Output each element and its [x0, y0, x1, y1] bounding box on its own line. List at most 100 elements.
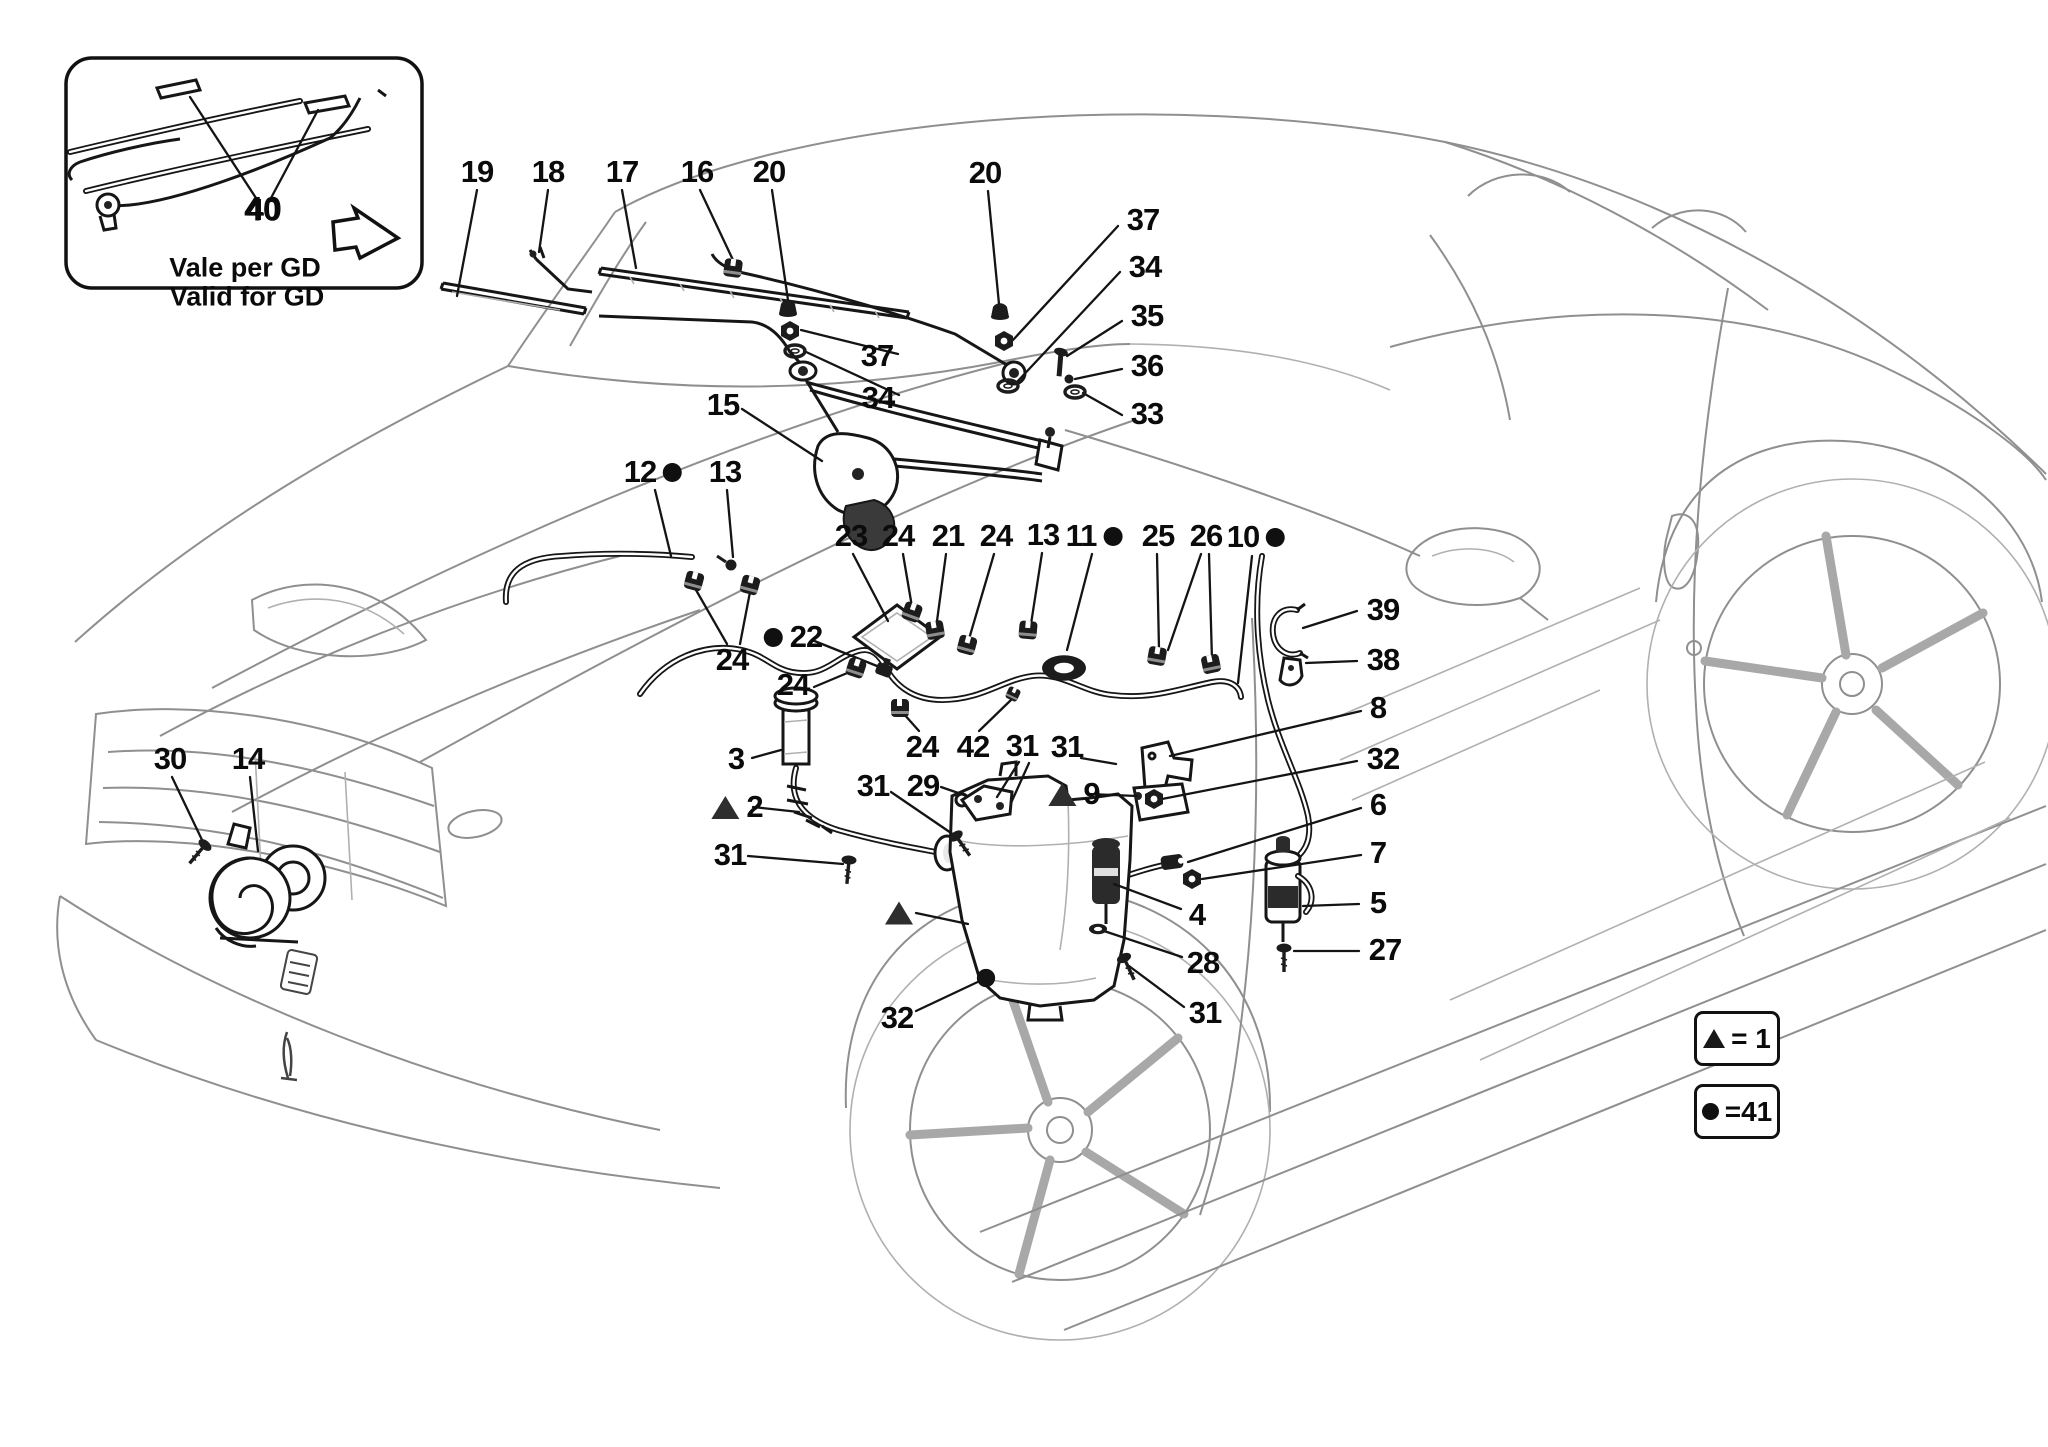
callout-7: 7	[1369, 835, 1387, 870]
callout-18: 18	[531, 154, 565, 189]
part-clip	[901, 601, 923, 623]
part-clip	[739, 574, 761, 596]
part-washer	[783, 343, 807, 359]
callout-22: 22	[763, 619, 823, 655]
callout-33: 33	[1130, 396, 1164, 431]
callout-42: 42	[956, 729, 990, 764]
part-hexnut	[995, 331, 1013, 351]
callout-20: 20	[968, 155, 1002, 190]
callout-31: 31	[713, 837, 747, 872]
triangle-icon	[1703, 1029, 1726, 1048]
part-dot	[978, 970, 994, 986]
part-clip	[845, 657, 867, 679]
washer-pump	[1264, 836, 1315, 942]
part-capnut	[991, 303, 1009, 320]
direction-arrow-icon	[331, 203, 402, 261]
part-washer	[996, 378, 1020, 394]
part-hexnut	[1183, 869, 1201, 889]
callout-11: 11	[1066, 518, 1123, 554]
legend-triangle-box: = 1	[1694, 1011, 1780, 1066]
callout-14: 14	[231, 741, 265, 776]
part-clip	[956, 634, 978, 656]
legend-dot-box: =41	[1694, 1084, 1780, 1139]
callout-34: 34	[861, 380, 895, 415]
callout-37: 37	[860, 338, 894, 373]
part-screwv	[1116, 952, 1136, 981]
callout-31: 31	[1005, 728, 1039, 763]
callout-31: 31	[1188, 995, 1222, 1030]
part-pin	[1054, 347, 1068, 377]
callout-26: 26	[1189, 518, 1223, 553]
callout-13: 13	[1026, 517, 1060, 552]
washer-reservoir-group	[773, 686, 1194, 1022]
callout-24: 24	[776, 667, 810, 702]
callout-16: 16	[680, 154, 714, 189]
part-clip	[1147, 646, 1167, 666]
callout-40: 40	[246, 192, 280, 227]
callout-12: 12	[624, 454, 683, 490]
callout-23: 23	[834, 518, 868, 553]
callout-25: 25	[1141, 518, 1175, 553]
callout-2: 2	[711, 789, 764, 825]
part-clip	[891, 699, 909, 717]
callout-31: 31	[1050, 729, 1084, 764]
part-washer	[1063, 384, 1087, 400]
callout-20: 20	[752, 154, 786, 189]
callout-24: 24	[905, 729, 939, 764]
callout-15: 15	[706, 387, 740, 422]
car-body-sketch	[56, 113, 2048, 1341]
part-jet	[716, 554, 737, 571]
leader-lines	[170, 95, 1363, 1013]
callout-35: 35	[1130, 298, 1164, 333]
small-fasteners	[188, 258, 1292, 986]
callout-24: 24	[715, 642, 749, 677]
callout-24: 24	[881, 518, 915, 553]
callout-8: 8	[1369, 690, 1387, 725]
inset-caption-english: Valid for GD	[169, 281, 325, 312]
callout-38: 38	[1366, 642, 1400, 677]
part-screwv	[949, 830, 972, 857]
part-elbow	[1160, 854, 1184, 870]
callout-10: 10	[1227, 519, 1286, 555]
callout-30: 30	[153, 741, 187, 776]
callout-9: 9	[1048, 776, 1101, 812]
callout-32: 32	[1366, 741, 1400, 776]
legend-dot-value: =41	[1724, 1095, 1773, 1127]
callout-39: 39	[1366, 592, 1400, 627]
rear-wheel	[1646, 439, 2048, 890]
inset-caption-italian: Vale per GD	[169, 252, 321, 283]
dot-icon	[1701, 1103, 1719, 1120]
part-clip	[1005, 686, 1021, 702]
inset-part-number: 40	[244, 190, 282, 229]
callout-symbol	[885, 901, 913, 925]
callout-37: 37	[1126, 202, 1160, 237]
callout-36: 36	[1130, 348, 1164, 383]
callout-13: 13	[708, 454, 742, 489]
callout-29: 29	[906, 768, 940, 803]
callout-34: 34	[1128, 249, 1162, 284]
part-screwv	[1276, 943, 1292, 972]
callout-4: 4	[1188, 897, 1206, 932]
part-screwv	[188, 839, 212, 865]
callout-27: 27	[1368, 932, 1402, 967]
part-clip	[1201, 654, 1222, 674]
part-capnut	[779, 300, 797, 317]
part-hexnut	[781, 321, 799, 341]
part-clip	[1018, 620, 1038, 640]
callout-6: 6	[1369, 787, 1387, 822]
inset-box	[64, 56, 424, 290]
side-mirror	[1405, 527, 1549, 621]
callout-32: 32	[880, 1000, 914, 1035]
part-screwv	[841, 855, 857, 885]
horn-assembly	[208, 822, 327, 948]
callout-24: 24	[979, 518, 1013, 553]
legend-triangle-value: = 1	[1731, 1022, 1771, 1054]
callout-17: 17	[605, 154, 639, 189]
callout-5: 5	[1369, 885, 1387, 920]
callout-3: 3	[727, 741, 745, 776]
front-badge	[279, 949, 319, 1082]
part-ball	[1064, 374, 1074, 384]
callout-31: 31	[856, 768, 890, 803]
